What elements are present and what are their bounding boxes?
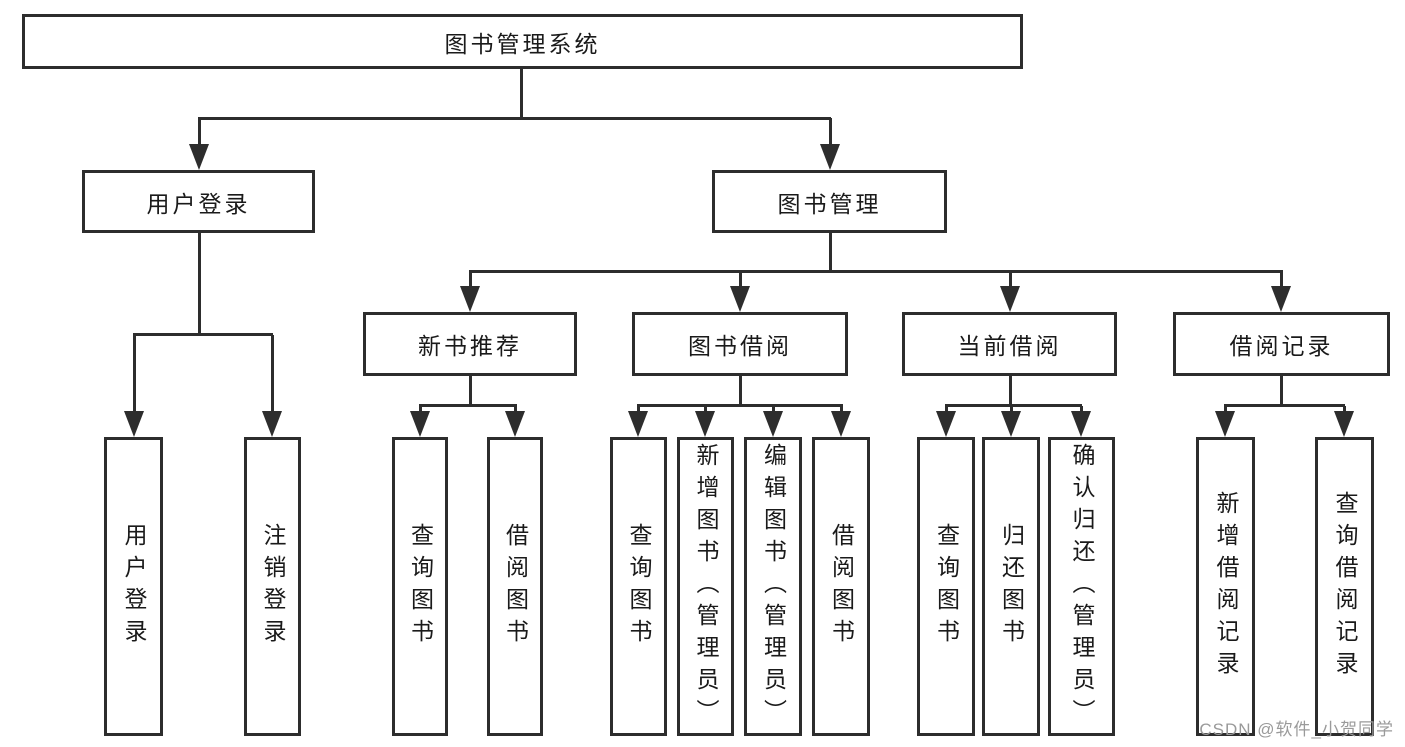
- connector-line: [829, 233, 832, 272]
- arrowhead-icon: [262, 411, 282, 437]
- connector-line: [198, 117, 831, 120]
- leaf-user-login: 用户登录: [104, 437, 163, 736]
- arrowhead-icon: [460, 286, 480, 312]
- connector-line: [945, 404, 1082, 407]
- connector-line: [1280, 376, 1283, 407]
- node-label: 编辑图书（管理员）: [760, 442, 787, 731]
- node-label: 查询借阅记录: [1332, 490, 1358, 683]
- leaf-query-books-borrow: 查询图书: [610, 437, 667, 736]
- node-label: 确认归还（管理员）: [1069, 442, 1095, 731]
- connector-line: [198, 118, 201, 146]
- arrowhead-icon: [505, 411, 525, 437]
- node-user-login: 用户登录: [82, 170, 315, 233]
- connector-line: [1009, 272, 1012, 292]
- node-label: 借阅图书: [502, 522, 529, 651]
- connector-line: [637, 404, 843, 407]
- arrowhead-icon: [1271, 286, 1291, 312]
- connector-line: [271, 335, 274, 413]
- arrowhead-icon: [695, 411, 715, 437]
- connector-line: [829, 118, 832, 146]
- node-label: 用户登录: [146, 190, 251, 217]
- leaf-borrow-books-recommend: 借阅图书: [487, 437, 543, 736]
- node-label: 借阅记录: [1229, 333, 1334, 359]
- connector-line: [1280, 272, 1283, 292]
- node-label: 图书管理: [777, 190, 882, 217]
- connector-line: [520, 69, 523, 118]
- node-label: 查询图书: [626, 522, 652, 651]
- node-current-borrow: 当前借阅: [902, 312, 1117, 376]
- connector-line: [1224, 404, 1345, 407]
- connector-line: [133, 335, 136, 413]
- arrowhead-icon: [831, 411, 851, 437]
- connector-line: [739, 272, 742, 292]
- node-label: 新增图书（管理员）: [693, 442, 719, 731]
- node-label: 查询图书: [933, 522, 960, 651]
- connector-line: [469, 270, 1283, 273]
- node-borrow-records: 借阅记录: [1173, 312, 1390, 376]
- leaf-query-borrow-record: 查询借阅记录: [1315, 437, 1374, 736]
- connector-line: [469, 376, 472, 407]
- leaf-logout: 注销登录: [244, 437, 301, 736]
- connector-line: [133, 333, 273, 336]
- node-label: 图书管理系统: [444, 30, 601, 57]
- leaf-add-borrow-record: 新增借阅记录: [1196, 437, 1255, 736]
- node-label: 图书借阅: [688, 333, 792, 359]
- leaf-return-book: 归还图书: [982, 437, 1040, 736]
- node-root-library-management-system: 图书管理系统: [22, 14, 1023, 69]
- arrowhead-icon: [1071, 411, 1091, 437]
- node-label: 借阅图书: [828, 522, 855, 651]
- leaf-query-books-current: 查询图书: [917, 437, 975, 736]
- node-label: 查询图书: [407, 522, 434, 651]
- node-label: 归还图书: [998, 522, 1025, 651]
- connector-line: [198, 233, 201, 335]
- node-label: 新书推荐: [418, 333, 522, 359]
- leaf-edit-book-admin: 编辑图书（管理员）: [744, 437, 802, 736]
- connector-line: [739, 376, 742, 407]
- leaf-confirm-return-admin: 确认归还（管理员）: [1048, 437, 1115, 736]
- arrowhead-icon: [730, 286, 750, 312]
- arrowhead-icon: [1215, 411, 1235, 437]
- arrowhead-icon: [1000, 286, 1020, 312]
- leaf-add-book-admin: 新增图书（管理员）: [677, 437, 734, 736]
- arrowhead-icon: [763, 411, 783, 437]
- leaf-borrow-books: 借阅图书: [812, 437, 870, 736]
- node-book-borrow: 图书借阅: [632, 312, 848, 376]
- leaf-query-books-recommend: 查询图书: [392, 437, 448, 736]
- arrowhead-icon: [124, 411, 144, 437]
- node-label: 用户登录: [121, 522, 147, 651]
- connector-line: [1009, 376, 1012, 407]
- arrowhead-icon: [628, 411, 648, 437]
- arrowhead-icon: [1001, 411, 1021, 437]
- node-label: 注销登录: [260, 522, 286, 651]
- node-label: 新增借阅记录: [1213, 490, 1239, 683]
- watermark: CSDN @软件_小贺同学: [1199, 720, 1394, 739]
- node-new-book-recommend: 新书推荐: [363, 312, 577, 376]
- arrowhead-icon: [410, 411, 430, 437]
- connector-line: [419, 404, 517, 407]
- arrowhead-icon: [936, 411, 956, 437]
- node-label: 当前借阅: [957, 333, 1062, 359]
- arrowhead-icon: [189, 144, 209, 170]
- arrowhead-icon: [1334, 411, 1354, 437]
- connector-line: [469, 272, 472, 292]
- node-book-management: 图书管理: [712, 170, 947, 233]
- arrowhead-icon: [820, 144, 840, 170]
